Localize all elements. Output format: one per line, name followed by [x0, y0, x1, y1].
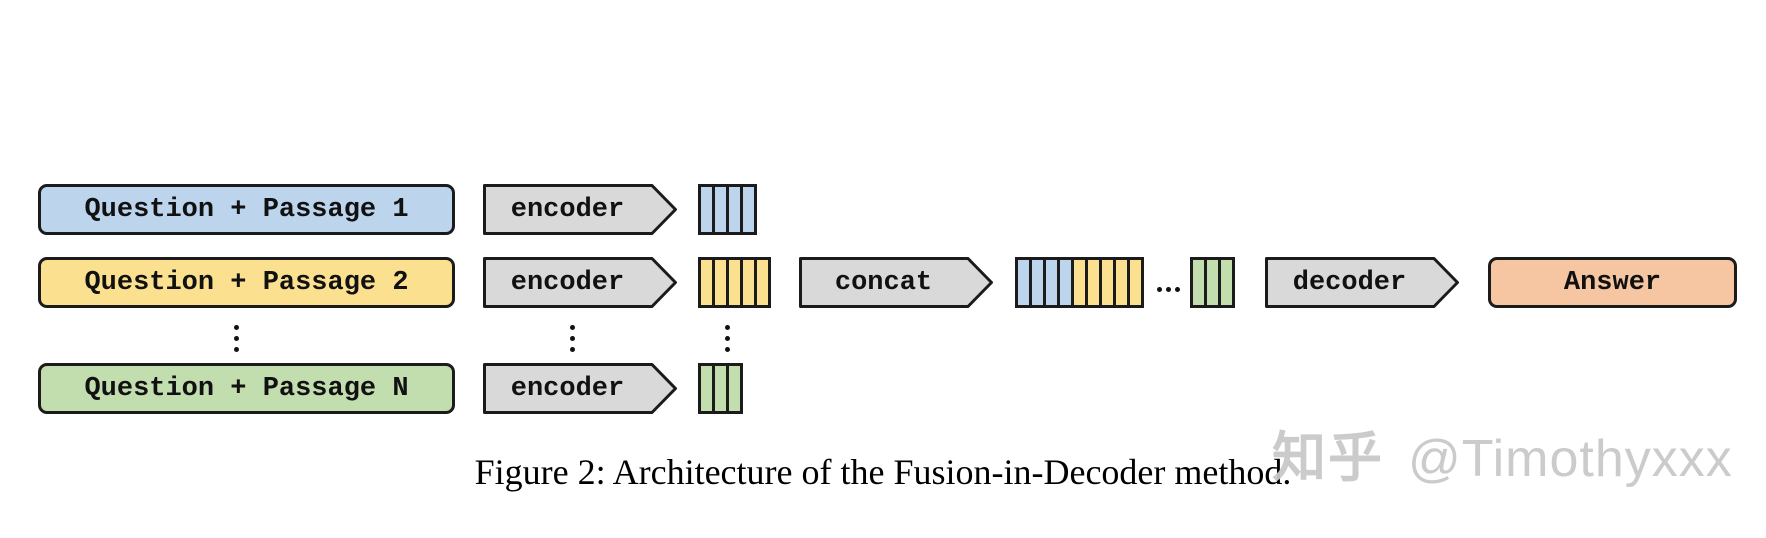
token-stripes: [698, 363, 743, 414]
watermark-handle: @Timothyxxx: [1408, 430, 1733, 488]
dot: [570, 325, 575, 330]
token-block-passage-n: [698, 363, 743, 414]
arrow-shape-icon: [483, 184, 677, 235]
dot: [234, 325, 239, 330]
token-stripes: [698, 257, 771, 308]
token-cell: [754, 257, 771, 308]
input-label: Question + Passage N: [84, 373, 409, 404]
watermark-brand-logo: 知乎: [1272, 428, 1384, 488]
token-block-passage-1: [698, 184, 757, 235]
answer-box: Answer: [1488, 257, 1737, 308]
arrow-shape-icon: [1265, 257, 1459, 308]
dot: [1175, 287, 1180, 292]
concat-label: concat: [834, 267, 933, 298]
trailing-token-block: [1190, 257, 1235, 308]
encoder-arrow-2: encoder: [483, 257, 677, 308]
dot: [570, 347, 575, 352]
dot: [725, 325, 730, 330]
token-cell: [1218, 257, 1235, 308]
encoder-arrow-1: encoder: [483, 184, 677, 235]
arrow-shape-icon: [799, 257, 993, 308]
input-box-passage-1: Question + Passage 1: [38, 184, 455, 235]
concatenated-token-block: [1015, 257, 1144, 308]
dot: [725, 347, 730, 352]
encoder-label: encoder: [510, 373, 625, 404]
input-box-passage-2: Question + Passage 2: [38, 257, 455, 308]
figure-caption: Figure 2: Architecture of the Fusion-in-…: [474, 452, 1292, 492]
encoder-arrow-n: encoder: [483, 363, 677, 414]
vertical-ellipsis-encoders: [570, 325, 575, 352]
vertical-ellipsis-tokens: [725, 325, 730, 352]
encoder-label: encoder: [510, 267, 625, 298]
input-box-passage-n: Question + Passage N: [38, 363, 455, 414]
token-stripes-yellow: [1071, 257, 1144, 308]
arrow-shape-icon: [483, 257, 677, 308]
decoder-label: decoder: [1292, 267, 1407, 298]
dot: [1166, 287, 1171, 292]
vertical-ellipsis-inputs: [234, 325, 239, 352]
token-stripes: [698, 184, 757, 235]
horizontal-ellipsis: [1157, 287, 1180, 292]
token-stripes-blue: [1015, 257, 1074, 308]
input-label: Question + Passage 1: [84, 194, 409, 225]
token-cell: [726, 363, 743, 414]
token-cell: [1127, 257, 1144, 308]
encoder-label: encoder: [510, 194, 625, 225]
decoder-arrow: decoder: [1265, 257, 1459, 308]
token-stripes-green: [1190, 257, 1235, 308]
watermark: 知乎 @Timothyxxx: [1272, 413, 1733, 492]
input-label: Question + Passage 2: [84, 267, 409, 298]
dot: [1157, 287, 1162, 292]
token-cell: [740, 184, 757, 235]
dot: [725, 336, 730, 341]
answer-label: Answer: [1563, 267, 1662, 298]
token-block-passage-2: [698, 257, 771, 308]
dot: [570, 336, 575, 341]
arrow-shape-icon: [483, 363, 677, 414]
dot: [234, 336, 239, 341]
dot: [234, 347, 239, 352]
concat-arrow: concat: [799, 257, 993, 308]
